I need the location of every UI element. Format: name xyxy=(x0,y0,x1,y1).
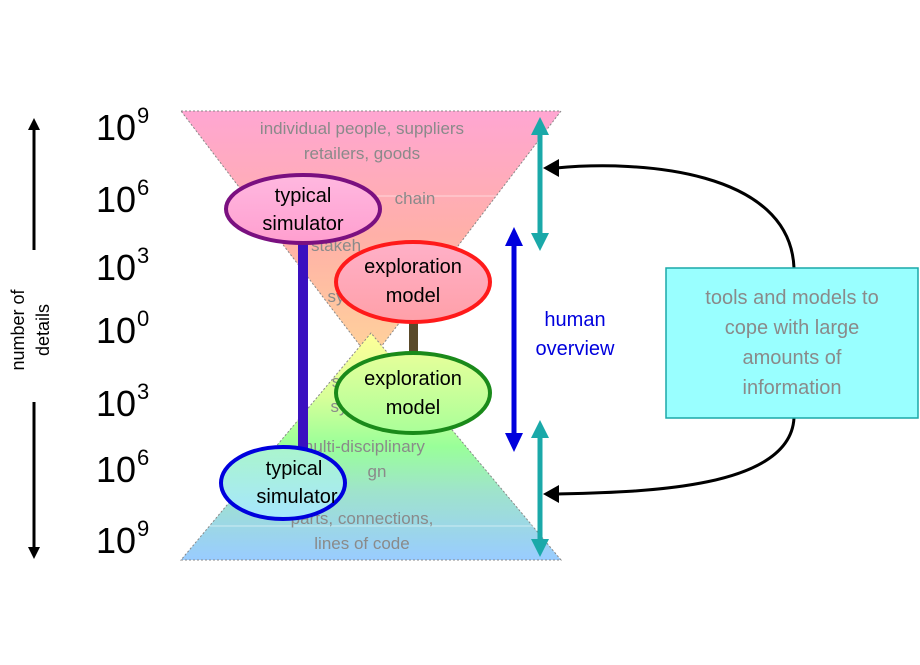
funnel-text: lines of code xyxy=(314,534,409,553)
tick-label-exponent: 0 xyxy=(137,306,149,331)
tick-label-base: 10 xyxy=(96,310,136,351)
funnel-text: gn xyxy=(368,462,387,481)
human-overview-arrow xyxy=(505,227,523,452)
tick-label-exponent: 6 xyxy=(137,175,149,200)
svg-text:exploration: exploration xyxy=(364,256,462,278)
typical-simulator-bottom: typical simulator xyxy=(219,445,347,521)
svg-text:amounts of: amounts of xyxy=(743,347,842,369)
human-overview-label: overview xyxy=(536,338,615,360)
funnel-text: s xyxy=(332,372,341,391)
svg-text:typical: typical xyxy=(275,185,332,207)
tick-label-base: 10 xyxy=(96,383,136,424)
tick-label-exponent: 6 xyxy=(137,445,149,470)
curved-arrow-bottom-head xyxy=(543,485,559,503)
detail-axis: number of details xyxy=(8,118,53,559)
typical-simulator-top: typical simulator xyxy=(224,173,382,245)
svg-text:information: information xyxy=(743,377,842,399)
svg-text:tools and models to: tools and models to xyxy=(705,287,878,309)
svg-text:simulator: simulator xyxy=(262,213,343,235)
exploration-model-bottom: exploration model xyxy=(334,351,492,435)
tick-label-base: 10 xyxy=(96,247,136,288)
curved-arrow-top-head xyxy=(543,159,559,177)
tick-label-exponent: 9 xyxy=(137,516,149,541)
tick-label-exponent: 3 xyxy=(137,379,149,404)
teal-range-arrow-bottom xyxy=(531,420,549,557)
tick-label-base: 10 xyxy=(96,107,136,148)
funnel-text: parts, connections, xyxy=(291,509,434,528)
teal-range-arrow-top xyxy=(531,117,549,251)
exploration-model-top: exploration model xyxy=(334,240,492,324)
curved-arrow-top xyxy=(555,164,796,269)
tick-label-base: 10 xyxy=(96,520,136,561)
svg-text:simulator: simulator xyxy=(256,486,337,508)
funnel-text: retailers, goods xyxy=(304,144,420,163)
svg-text:cope with large: cope with large xyxy=(725,317,860,339)
tools-box: tools and models to cope with large amou… xyxy=(665,267,919,419)
tick-label-base: 10 xyxy=(96,179,136,220)
svg-text:model: model xyxy=(386,285,440,307)
curved-arrow-bottom xyxy=(555,417,796,496)
tick-label-exponent: 3 xyxy=(137,243,149,268)
typical-simulator-connector xyxy=(298,240,308,458)
funnel-text: individual people, suppliers xyxy=(260,119,464,138)
funnel-text: multi-disciplinary xyxy=(299,437,425,456)
tick-label-exponent: 9 xyxy=(137,103,149,128)
svg-text:typical: typical xyxy=(266,458,323,480)
axis-label: details xyxy=(33,304,53,356)
human-overview-label: human xyxy=(544,309,605,331)
axis-label: number of xyxy=(8,288,28,370)
tick-label-base: 10 xyxy=(96,449,136,490)
funnel-text: chain xyxy=(395,189,436,208)
svg-text:model: model xyxy=(386,397,440,419)
exploration-model-connector xyxy=(409,322,418,352)
svg-text:exploration: exploration xyxy=(364,368,462,390)
